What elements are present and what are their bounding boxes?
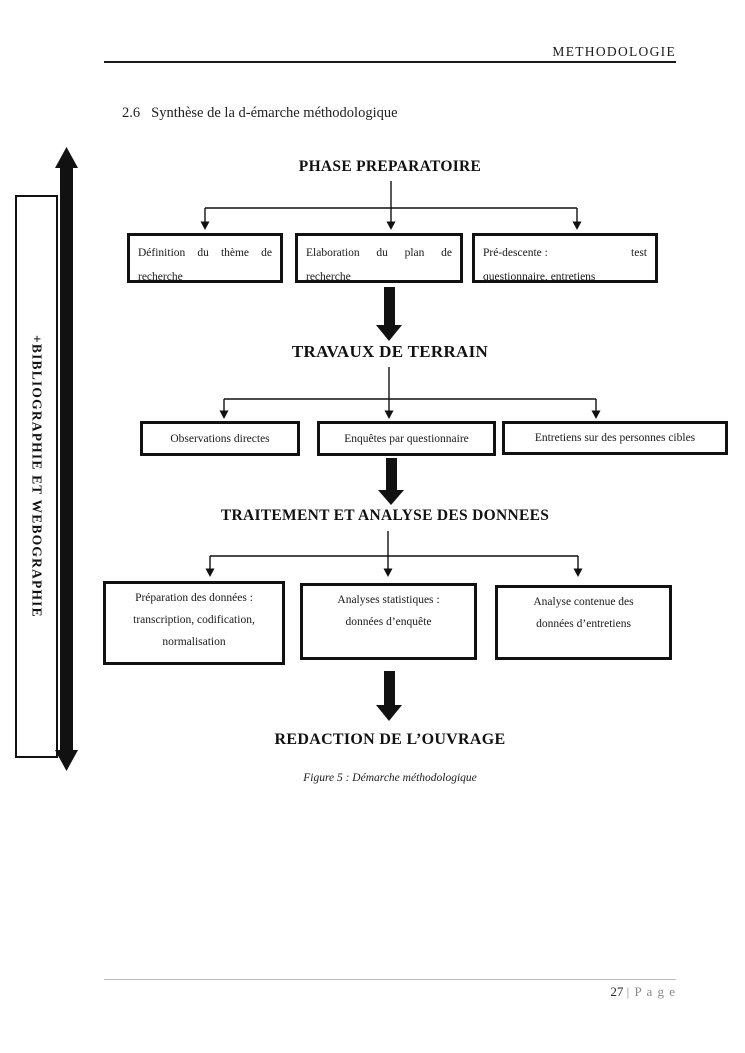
section-number: 2.6: [122, 105, 141, 121]
box-text-line2: recherche: [306, 271, 351, 283]
phase3-connector-arrowheads-icon: [205, 568, 583, 577]
phase1-connector-arrowheads-icon: [200, 221, 582, 230]
phase4-title: REDACTION DE L’OUVRAGE: [274, 731, 506, 748]
box-text-line1: Pré-descente :test: [483, 247, 647, 259]
sidebar-label-box: +BIBLIOGRAPHIE ET WEBOGRAPHIE: [15, 195, 58, 758]
page-number-suffix: | P a g e: [626, 984, 676, 999]
figure-caption: Figure 5 : Démarche méthodologique: [303, 772, 477, 784]
phase2-connector: [223, 367, 597, 411]
phase3-connector: [209, 531, 579, 569]
phase3-box-preparation: Préparation des données : transcription,…: [103, 581, 285, 665]
phase1-title: PHASE PREPARATOIRE: [298, 158, 482, 175]
phase1-connector: [204, 181, 578, 222]
phase3-box-analyses-statistiques: Analyses statistiques : données d’enquêt…: [300, 583, 477, 660]
box-text-line2: questionnaire, entretiens: [483, 271, 596, 283]
running-header-title: METHODOLOGIE: [552, 44, 676, 59]
double-arrow-vertical-icon: [55, 147, 78, 771]
big-down-arrow-icon: [378, 458, 404, 505]
section-title: Synthèse de la d-émarche méthodologique: [151, 105, 398, 121]
phase2-title: TRAVAUX DE TERRAIN: [291, 342, 489, 361]
box-text-line2: recherche: [138, 271, 183, 283]
phase3-box-analyse-contenue: Analyse contenue des données d’entretien…: [495, 585, 672, 660]
phase2-box-entretiens: Entretiens sur des personnes cibles: [502, 421, 728, 455]
footer-rule: [104, 979, 676, 980]
page-number: 27 | P a g e: [610, 984, 676, 1000]
phase3-title: TRAITEMENT ET ANALYSE DES DONNEES: [220, 507, 550, 524]
big-down-arrow-icon: [376, 287, 402, 341]
page-number-value: 27: [610, 984, 624, 999]
phase1-box-pre-descente: Pré-descente :test questionnaire, entret…: [472, 233, 658, 283]
phase2-connector-arrowheads-icon: [219, 410, 601, 419]
phase2-box-enquetes: Enquêtes par questionnaire: [317, 421, 496, 456]
big-down-arrow-icon: [376, 671, 402, 721]
phase2-box-observations: Observations directes: [140, 421, 300, 456]
sidebar-label: +BIBLIOGRAPHIE ET WEBOGRAPHIE: [29, 335, 45, 618]
section-heading: 2.6 Synthèse de la d-émarche méthodologiq…: [122, 105, 398, 122]
header-rule: [104, 61, 676, 63]
